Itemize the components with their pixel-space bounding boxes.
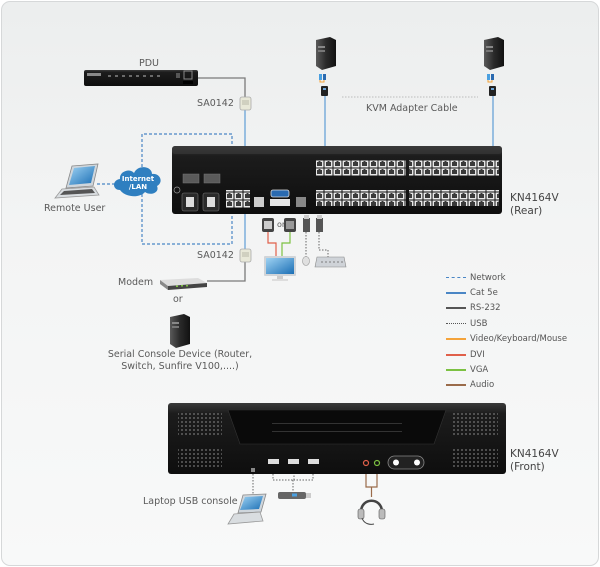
rs232-wire-pdu [198, 77, 246, 98]
internet-lan-label: Internet /LAN [120, 175, 156, 191]
legend-swatch-network [446, 277, 466, 279]
legend-item-cat5e: Cat 5e [446, 285, 567, 300]
legend-item-rs232: RS-232 [446, 301, 567, 316]
keyboard [314, 256, 347, 268]
remote-user-laptop [54, 163, 100, 199]
server-computer-1 [316, 37, 336, 96]
usb-wire-flash [272, 474, 314, 492]
sa0142-adapter-top [239, 96, 252, 111]
dvi-wire [267, 232, 277, 256]
rear-device-label: KN4164V (Rear) [510, 192, 559, 218]
mouse [302, 256, 310, 266]
rs232-wire-modem [207, 262, 246, 282]
legend-item-vga: VGA [446, 362, 567, 377]
audio-wire [365, 474, 378, 497]
legend-item-audio: Audio [446, 378, 567, 393]
remote-user-label: Remote User [44, 203, 106, 214]
kn4164v-front-device [168, 403, 506, 474]
legend-item-video-keyboard-mouse: Video/Keyboard/Mouse [446, 332, 567, 347]
serial-console-label: Serial Console Device (Router, Switch, S… [100, 349, 260, 373]
legend-item-network: Network [446, 270, 567, 285]
legend-swatch-video-keyboard-mouse [446, 338, 466, 341]
internet-lan-cloud [114, 167, 161, 197]
dvi-adapter [262, 218, 274, 232]
or-video-label: or [277, 220, 286, 229]
vga-adapter [284, 218, 296, 232]
legend-item-dvi: DVI [446, 347, 567, 362]
or-modem-label: or [173, 294, 183, 305]
legend-swatch-vga [446, 369, 466, 372]
legend-swatch-dvi [446, 353, 466, 356]
modem-label: Modem [118, 277, 154, 288]
legend-swatch-rs232 [446, 307, 466, 310]
legend-swatch-usb [446, 323, 466, 325]
front-device-view: (Front) [510, 461, 545, 473]
serial-console-line1: Serial Console Device (Router, [107, 349, 253, 360]
usb-wire-keyboard [318, 232, 329, 257]
network-wire-loop-lower [141, 194, 233, 245]
rear-device-model: KN4164V [510, 192, 559, 204]
kn4164v-rear-device [172, 146, 502, 214]
pdu-device [84, 70, 198, 86]
headset [357, 499, 386, 525]
pdu-label: PDU [139, 58, 159, 69]
sa0142-top-label: SA0142 [197, 98, 234, 109]
legend-swatch-audio [446, 384, 466, 387]
server-computer-2 [484, 37, 504, 96]
vga-wire [281, 232, 291, 256]
usb-plug-mouse [303, 215, 310, 232]
front-device-model: KN4164V [510, 448, 559, 460]
cable-legend: Network Cat 5e RS-232 USB Video/Keyboard… [446, 270, 567, 393]
internet-lan-line2: /LAN [128, 183, 148, 191]
legend-swatch-cat5e [446, 292, 466, 295]
serial-console-computer [170, 314, 190, 348]
front-device-label: KN4164V (Front) [510, 448, 559, 474]
monitor [264, 256, 296, 281]
sa0142-adapter-bottom [239, 248, 252, 263]
usb-flash-drive [278, 492, 311, 499]
serial-console-line2: Switch, Sunfire V100,....) [121, 361, 239, 372]
laptop-usb-console-label: Laptop USB console [143, 496, 238, 507]
laptop-usb-console [227, 493, 267, 525]
kvm-adapter-cable-label: KVM Adapter Cable [366, 103, 458, 114]
modem-device [160, 278, 207, 290]
usb-plug-keyboard [316, 215, 323, 232]
internet-lan-line1: Internet [121, 175, 155, 183]
rear-device-view: (Rear) [510, 205, 543, 217]
legend-item-usb: USB [446, 316, 567, 331]
sa0142-bottom-label: SA0142 [197, 250, 234, 261]
